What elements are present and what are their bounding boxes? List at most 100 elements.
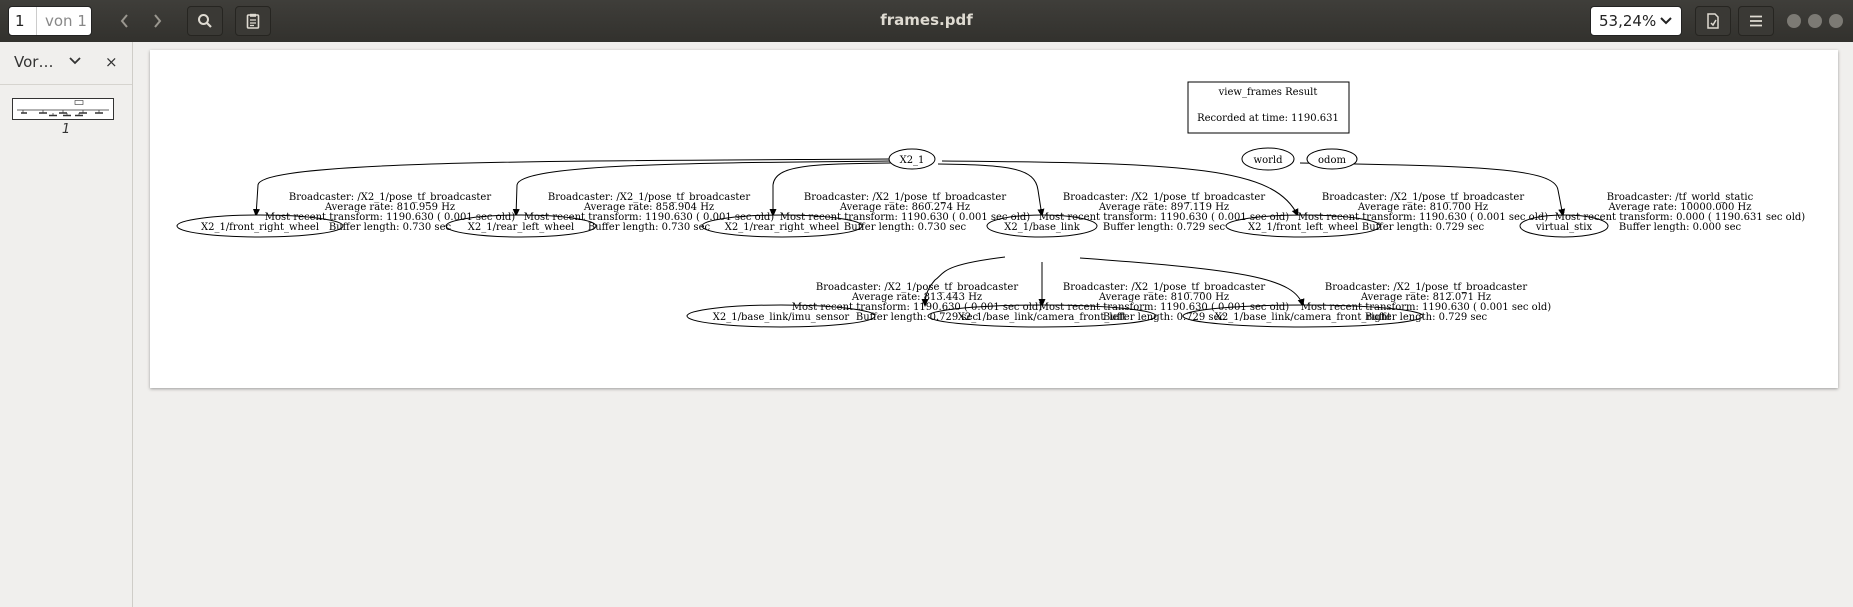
edge-stix-broadcaster: Broadcaster: /tf_world_static xyxy=(1607,192,1754,203)
edge-rlw-buffer: Buffer length: 0.730 sec xyxy=(588,222,711,233)
document-page: view_frames Result Recorded at time: 119… xyxy=(150,50,1838,388)
hamburger-menu-icon xyxy=(1750,15,1762,27)
page-thumbnail[interactable] xyxy=(12,98,114,120)
node-rrw-shape xyxy=(701,214,863,238)
menu-button[interactable] xyxy=(1738,6,1774,36)
edge-base-buffer: Buffer length: 0.729 sec xyxy=(1103,222,1226,233)
sidebar: Vor… × 1 xyxy=(0,42,133,607)
sidebar-mode-select[interactable]: Vor… xyxy=(0,42,132,84)
zoom-value: 53,24% xyxy=(1599,12,1657,30)
legend-title: view_frames Result xyxy=(1218,87,1318,98)
edge-base-broadcaster: Broadcaster: /X2_1/pose_tf_broadcaster xyxy=(1063,192,1265,203)
node-x2-1-shape xyxy=(888,148,936,170)
node-odom: odom xyxy=(1318,155,1346,166)
edge-label-cfl: Broadcaster: /X2_1/pose_tf_broadcaster A… xyxy=(1039,282,1290,323)
edge-cfr-broadcaster: Broadcaster: /X2_1/pose_tf_broadcaster xyxy=(1325,282,1527,293)
page-number-entry[interactable]: 1 von 1 xyxy=(8,6,92,36)
edge-rrw xyxy=(769,162,893,217)
legend-box xyxy=(1187,81,1350,134)
node-imu-shape xyxy=(686,304,876,328)
open-document-button[interactable] xyxy=(1695,6,1731,36)
edge-rlw xyxy=(512,160,891,217)
forward-button[interactable] xyxy=(144,6,170,36)
edge-label-rlw: Broadcaster: /X2_1/pose_tf_broadcaster A… xyxy=(524,192,775,233)
edge-label-rrw: Broadcaster: /X2_1/pose_tf_broadcaster A… xyxy=(780,192,1031,233)
node-frw: X2_1/front_right_wheel xyxy=(201,222,319,233)
edge-label-flw: Broadcaster: /X2_1/pose_tf_broadcaster A… xyxy=(1298,192,1549,233)
annotations-button[interactable] xyxy=(235,6,271,36)
edge-stix xyxy=(1299,162,1566,217)
zoom-select[interactable]: 53,24% xyxy=(1590,6,1682,36)
graph-edges xyxy=(252,158,1566,307)
edge-imu-buffer: Buffer length: 0.729 sec xyxy=(856,312,979,323)
edge-cfr-rate: Average rate: 812.071 Hz xyxy=(1360,292,1491,303)
legend-time: Recorded at time: 1190.631 xyxy=(1197,113,1339,124)
node-world-shape xyxy=(1241,147,1295,171)
edge-imu-broadcaster: Broadcaster: /X2_1/pose_tf_broadcaster xyxy=(816,282,1018,293)
node-cfl-shape xyxy=(927,304,1157,328)
edge-cfl-broadcaster: Broadcaster: /X2_1/pose_tf_broadcaster xyxy=(1063,282,1265,293)
node-flw-shape xyxy=(1225,214,1381,238)
edge-rrw-rate: Average rate: 860.274 Hz xyxy=(839,202,970,213)
node-base: X2_1/base_link xyxy=(1004,222,1080,233)
chevron-left-icon xyxy=(120,14,128,28)
graph-nodes xyxy=(176,147,1609,328)
maximize-button[interactable] xyxy=(1808,14,1822,28)
node-cfr: X2_1/base_link/camera_front_right xyxy=(1215,312,1391,323)
edge-frw xyxy=(252,158,891,217)
close-window-button[interactable] xyxy=(1829,14,1843,28)
edge-label-base: Broadcaster: /X2_1/pose_tf_broadcaster A… xyxy=(1039,192,1290,233)
edge-base-rate: Average rate: 897.119 Hz xyxy=(1098,202,1229,213)
edge-cfl-buffer: Buffer length: 0.729 sec xyxy=(1103,312,1226,323)
edge-label-stix: Broadcaster: /tf_world_static Average ra… xyxy=(1555,192,1806,233)
node-base-shape xyxy=(986,214,1098,238)
document-icon xyxy=(1707,13,1719,29)
node-world: world xyxy=(1254,155,1284,166)
edge-stix-transform: Most recent transform: 0.000 ( 1190.631 … xyxy=(1555,212,1806,223)
clipboard-icon xyxy=(246,13,260,29)
edge-frw-buffer: Buffer length: 0.730 sec xyxy=(329,222,452,233)
edge-label-imu: Broadcaster: /X2_1/pose_tf_broadcaster A… xyxy=(792,282,1043,323)
edge-stix-rate: Average rate: 10000.000 Hz xyxy=(1607,202,1751,213)
tf-frames-graph: view_frames Result Recorded at time: 119… xyxy=(176,81,1806,328)
edge-label-cfr: Broadcaster: /X2_1/pose_tf_broadcaster A… xyxy=(1301,282,1552,323)
node-frw-shape xyxy=(176,214,344,238)
edge-imu xyxy=(921,256,1006,307)
edge-cfr-buffer: Buffer length: 0.729 sec xyxy=(1365,312,1488,323)
edge-cfr-transform: Most recent transform: 1190.630 ( 0.001 … xyxy=(1301,302,1552,313)
node-stix: virtual_stix xyxy=(1535,222,1593,233)
edge-flw-broadcaster: Broadcaster: /X2_1/pose_tf_broadcaster xyxy=(1322,192,1524,203)
sidebar-divider xyxy=(0,84,132,85)
node-rlw: X2_1/rear_left_wheel xyxy=(468,222,575,233)
node-cfl: X2_1/base_link/camera_front_left xyxy=(958,312,1126,323)
search-button[interactable] xyxy=(187,6,223,36)
minimize-button[interactable] xyxy=(1787,14,1801,28)
node-cfr-shape xyxy=(1182,304,1424,328)
chevron-down-icon xyxy=(1660,17,1672,25)
edge-cfl-rate: Average rate: 810.700 Hz xyxy=(1098,292,1229,303)
current-page-input[interactable]: 1 xyxy=(9,7,37,35)
header-bar: 1 von 1 frames.pdf 53,24% xyxy=(0,0,1853,42)
node-stix-shape xyxy=(1519,214,1609,238)
edge-label-frw: Broadcaster: /X2_1/pose_tf_broadcaster A… xyxy=(265,192,516,233)
node-rrw: X2_1/rear_right_wheel xyxy=(725,222,840,233)
edge-imu-transform: Most recent transform: 1190.630 ( 0.001 … xyxy=(792,302,1043,313)
edge-imu-rate: Average rate: 813.443 Hz xyxy=(851,292,982,303)
edge-frw-broadcaster: Broadcaster: /X2_1/pose_tf_broadcaster xyxy=(289,192,491,203)
page-count-label: von 1 xyxy=(45,12,87,30)
edge-flw-transform: Most recent transform: 1190.630 ( 0.001 … xyxy=(1298,212,1549,223)
edge-rrw-transform: Most recent transform: 1190.630 ( 0.001 … xyxy=(780,212,1031,223)
edge-stix-buffer: Buffer length: 0.000 sec xyxy=(1619,222,1742,233)
window-title: frames.pdf xyxy=(880,11,973,29)
sidebar-mode-label: Vor… xyxy=(14,53,54,71)
sidebar-close-button[interactable]: × xyxy=(105,53,118,71)
back-button[interactable] xyxy=(112,6,138,36)
node-imu: X2_1/base_link/imu_sensor xyxy=(713,312,850,323)
node-odom-shape xyxy=(1306,148,1358,170)
edge-rrw-broadcaster: Broadcaster: /X2_1/pose_tf_broadcaster xyxy=(804,192,1006,203)
edge-flw-rate: Average rate: 810.700 Hz xyxy=(1357,202,1488,213)
search-icon xyxy=(198,14,212,28)
edge-cfl-transform: Most recent transform: 1190.630 ( 0.001 … xyxy=(1039,302,1290,313)
chevron-right-icon xyxy=(154,14,162,28)
edge-flw-buffer: Buffer length: 0.729 sec xyxy=(1362,222,1485,233)
